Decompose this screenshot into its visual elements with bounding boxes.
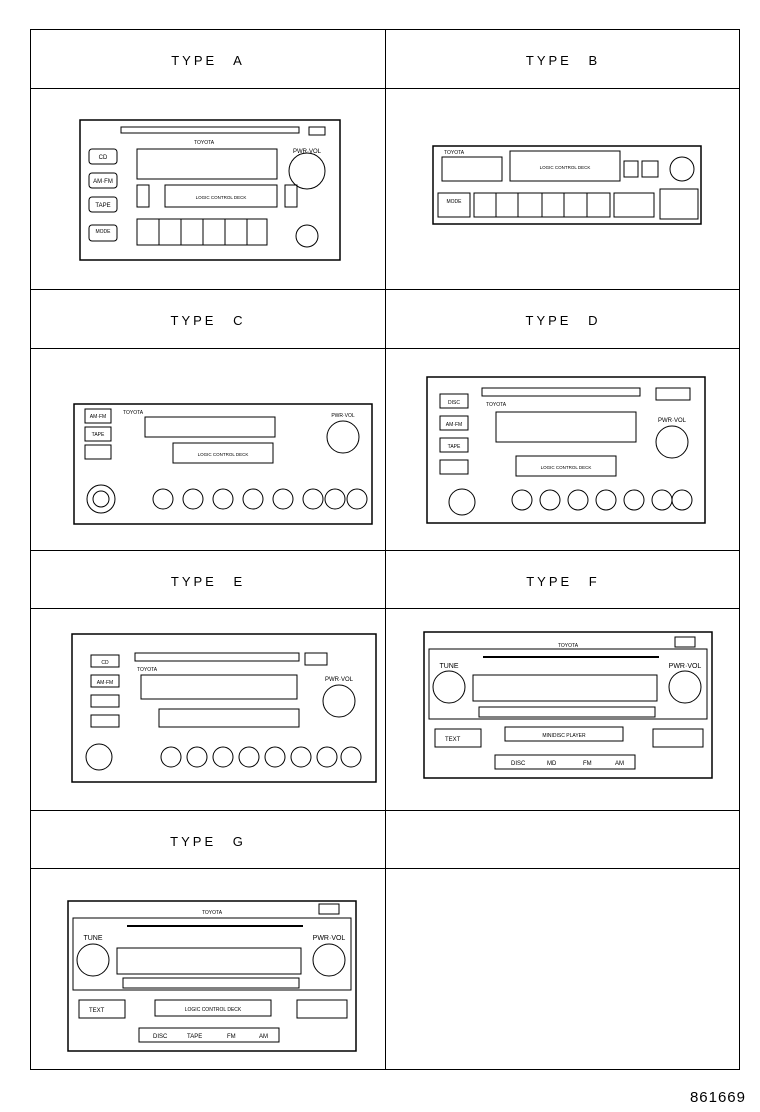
svg-text:TUNE: TUNE <box>83 935 102 942</box>
svg-text:LOGIC CONTROL DECK: LOGIC CONTROL DECK <box>541 465 592 470</box>
svg-text:TAPE: TAPE <box>95 203 110 209</box>
svg-text:PWR·VOL: PWR·VOL <box>669 663 702 670</box>
svg-text:MINIDISC PLAYER: MINIDISC PLAYER <box>542 733 586 739</box>
type-c-header: TYPE C <box>170 313 246 328</box>
radio-type-c-illustration: TOYOTA AM·FM TAPE LOGIC CONTROL DECK PWR… <box>73 403 373 525</box>
radio-type-b-illustration: TOYOTA LOGIC CONTROL DECK MODE <box>432 145 702 225</box>
svg-text:FM: FM <box>583 761 592 767</box>
svg-text:LOGIC CONTROL DECK: LOGIC CONTROL DECK <box>198 452 249 457</box>
svg-text:TOYOTA: TOYOTA <box>137 667 158 673</box>
svg-text:AM·FM: AM·FM <box>90 414 106 420</box>
svg-text:PWR·VOL: PWR·VOL <box>331 413 355 419</box>
svg-text:TUNE: TUNE <box>439 663 458 670</box>
svg-text:CD: CD <box>101 660 109 666</box>
svg-text:PWR·VOL: PWR·VOL <box>293 149 322 155</box>
row-divider <box>31 550 739 551</box>
svg-text:TOYOTA: TOYOTA <box>486 402 507 408</box>
type-f-header: TYPE F <box>526 574 600 589</box>
svg-text:TOYOTA: TOYOTA <box>202 910 223 916</box>
svg-text:MODE: MODE <box>447 199 463 205</box>
svg-text:PWR·VOL: PWR·VOL <box>658 418 687 424</box>
svg-text:MD: MD <box>547 761 557 767</box>
row-divider <box>31 348 739 349</box>
type-d-header: TYPE D <box>525 313 601 328</box>
row-divider <box>31 810 739 811</box>
svg-text:DISC: DISC <box>448 400 460 406</box>
svg-text:PWR·VOL: PWR·VOL <box>325 677 354 683</box>
column-divider <box>385 30 386 1069</box>
row-divider <box>31 608 739 609</box>
type-g-header: TYPE G <box>170 834 246 849</box>
svg-text:PWR·VOL: PWR·VOL <box>313 935 346 942</box>
catalog-grid: TYPE A TYPE B TYPE C TYPE D TYPE E TYPE … <box>30 29 740 1070</box>
row-divider <box>31 88 739 89</box>
svg-text:DISC: DISC <box>153 1034 168 1040</box>
svg-text:TOYOTA: TOYOTA <box>444 150 465 156</box>
row-divider <box>31 289 739 290</box>
svg-text:AM·FM: AM·FM <box>97 680 113 686</box>
svg-text:TEXT: TEXT <box>445 737 461 743</box>
type-b-header: TYPE B <box>525 53 601 68</box>
svg-text:CD: CD <box>99 155 108 161</box>
svg-text:TOYOTA: TOYOTA <box>123 410 144 416</box>
svg-text:FM: FM <box>227 1034 236 1040</box>
svg-text:TOYOTA: TOYOTA <box>194 140 215 146</box>
svg-text:DISC: DISC <box>511 761 526 767</box>
svg-text:LOGIC CONTROL DECK: LOGIC CONTROL DECK <box>185 1007 242 1013</box>
radio-type-f-illustration: TOYOTA TUNE PWR·VOL TEXT MINIDISC PLAYER… <box>423 631 713 779</box>
svg-text:MODE: MODE <box>96 229 112 235</box>
row-divider <box>31 868 739 869</box>
svg-text:LOGIC CONTROL DECK: LOGIC CONTROL DECK <box>196 195 247 200</box>
radio-type-g-illustration: TOYOTA TUNE PWR·VOL TEXT LOGIC CONTROL D… <box>67 900 357 1052</box>
radio-type-d-illustration: TOYOTA DISC AM·FM TAPE PWR·VOL LOGIC CON… <box>426 376 706 524</box>
svg-text:TAPE: TAPE <box>448 444 461 450</box>
radio-type-a-illustration: TOYOTA CD AM·FM TAPE MODE PWR·VOL LOGIC … <box>79 119 341 261</box>
type-a-header: TYPE A <box>171 53 245 68</box>
svg-text:AM·FM: AM·FM <box>93 179 113 185</box>
radio-type-e-illustration: TOYOTA CD AM·FM PWR·VOL <box>71 633 377 783</box>
svg-text:TEXT: TEXT <box>89 1008 105 1014</box>
svg-text:TAPE: TAPE <box>92 432 105 438</box>
document-number: 861669 <box>689 1089 746 1106</box>
svg-text:TAPE: TAPE <box>187 1034 202 1040</box>
type-e-header: TYPE E <box>170 574 246 589</box>
svg-text:TOYOTA: TOYOTA <box>558 643 579 649</box>
svg-text:LOGIC CONTROL DECK: LOGIC CONTROL DECK <box>540 165 591 170</box>
svg-text:AM: AM <box>259 1034 268 1040</box>
svg-text:AM·FM: AM·FM <box>446 422 462 428</box>
svg-text:AM: AM <box>615 761 624 767</box>
